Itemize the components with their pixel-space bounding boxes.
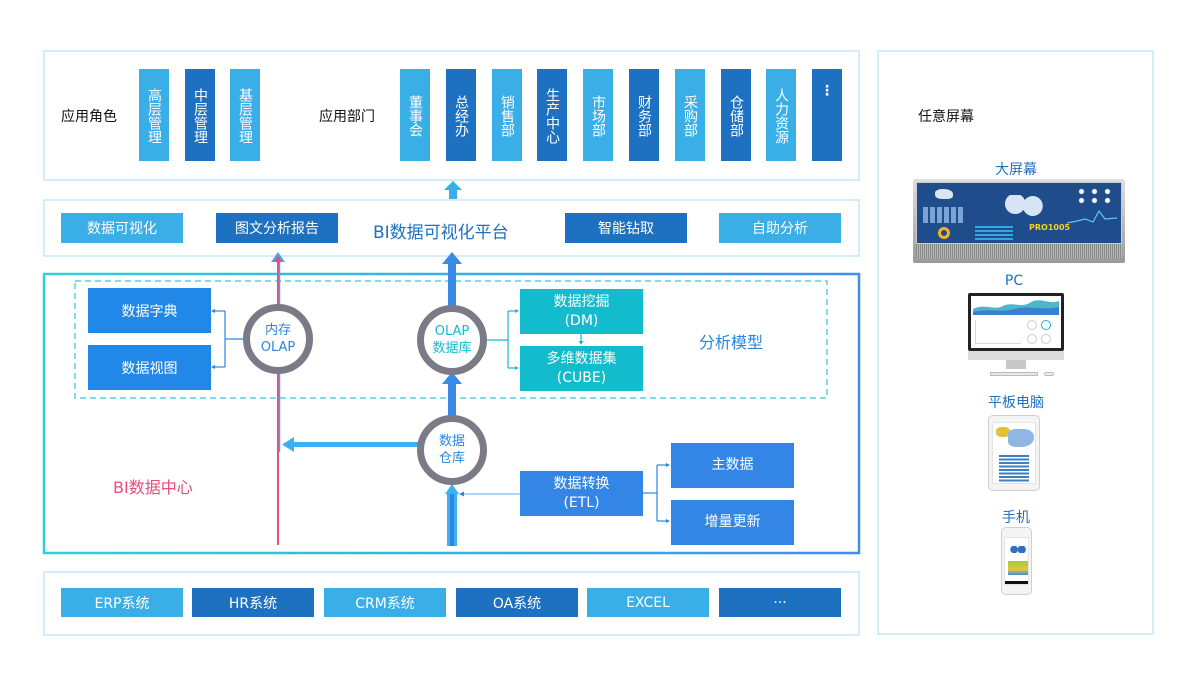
dept-label: 人力资源 [773, 88, 789, 144]
role-senior-management[interactable]: 高层管理 [139, 69, 169, 161]
dept-label: 市场部 [590, 95, 606, 137]
data-dictionary-box[interactable]: 数据字典 [88, 288, 211, 333]
pc-label: PC [1004, 273, 1024, 289]
source-crm[interactable]: CRM系统 [324, 588, 446, 617]
warehouse-up-arrowhead [445, 484, 459, 494]
box-label: 多维数据集 [546, 350, 617, 367]
cube-box[interactable]: 多维数据集 (CUBE) [520, 346, 643, 391]
box-label: 数据挖掘 [553, 293, 610, 310]
data-mining-box[interactable]: 数据挖掘 (DM) [520, 289, 643, 334]
dept-production[interactable]: 生产中心 [537, 69, 567, 161]
tablet-label: 平板电脑 [988, 395, 1044, 411]
olap-database-node[interactable]: OLAP 数据库 [417, 305, 487, 375]
smartphone-icon [1001, 527, 1032, 595]
desktop-monitor-icon [968, 293, 1064, 377]
source-hr[interactable]: HR系统 [192, 588, 314, 617]
node-label: 仓库 [438, 451, 465, 466]
role-label: 高层管理 [146, 88, 162, 144]
departments-label: 应用部门 [319, 109, 375, 125]
node-label: 内存 [264, 323, 291, 338]
etl-box[interactable]: 数据转换 (ETL) [520, 471, 643, 516]
role-label: 基层管理 [237, 88, 253, 144]
feature-data-visualization[interactable]: 数据可视化 [61, 213, 183, 243]
box-label: 数据转换 [553, 475, 610, 492]
node-label: OLAP [260, 340, 296, 355]
feature-smart-drill[interactable]: 智能钻取 [565, 213, 687, 243]
analysis-model-label: 分析模型 [699, 333, 764, 352]
dept-label: 销售部 [499, 95, 515, 137]
more-icon: ⋮ [820, 83, 834, 99]
tablet-icon [988, 415, 1040, 491]
role-basic-management[interactable]: 基层管理 [230, 69, 260, 161]
master-data-box[interactable]: 主数据 [671, 443, 794, 488]
big-screen-label: 大屏幕 [995, 162, 1037, 178]
data-center-title: BI数据中心 [113, 478, 193, 497]
dept-board[interactable]: 董事会 [400, 69, 430, 161]
role-middle-management[interactable]: 中层管理 [185, 69, 215, 161]
phone-label: 手机 [1002, 510, 1030, 526]
dept-label: 生产中心 [544, 88, 560, 144]
platform-title: BI数据可视化平台 [373, 223, 509, 243]
up-arrow-icon [444, 181, 462, 199]
memory-olap-node[interactable]: 内存 OLAP [243, 304, 313, 374]
box-label: (DM) [564, 312, 599, 329]
olap-db-up-arrowhead [442, 252, 462, 264]
source-erp[interactable]: ERP系统 [61, 588, 183, 617]
node-label: OLAP [434, 324, 470, 339]
warehouse-to-memory-arrowhead [282, 437, 294, 452]
roles-label: 应用角色 [61, 109, 117, 125]
dept-warehousing[interactable]: 仓储部 [721, 69, 751, 161]
warehouse-to-memory-shaft [292, 442, 419, 447]
box-label: (CUBE) [556, 369, 607, 386]
dept-finance[interactable]: 财务部 [629, 69, 659, 161]
role-label: 中层管理 [192, 88, 208, 144]
dept-marketing[interactable]: 市场部 [583, 69, 613, 161]
dept-label: 总经办 [453, 95, 469, 137]
olap-db-up-shaft [448, 263, 456, 308]
screens-title: 任意屏幕 [918, 109, 974, 125]
source-excel[interactable]: EXCEL [587, 588, 709, 617]
data-view-box[interactable]: 数据视图 [88, 345, 211, 390]
big-screen-text: PRO1005 [1029, 223, 1071, 232]
dept-label: 董事会 [407, 95, 423, 137]
feature-report-analysis[interactable]: 图文分析报告 [216, 213, 338, 243]
incremental-update-box[interactable]: 增量更新 [671, 500, 794, 545]
node-label: 数据库 [432, 341, 472, 356]
dept-more[interactable]: ⋮ [812, 69, 842, 161]
dept-label: 财务部 [636, 95, 652, 137]
video-wall-icon: PRO1005 [913, 179, 1125, 263]
feature-self-service-analysis[interactable]: 自助分析 [719, 213, 841, 243]
source-more[interactable]: ··· [719, 588, 841, 617]
dept-hr[interactable]: 人力资源 [766, 69, 796, 161]
dept-sales[interactable]: 销售部 [492, 69, 522, 161]
dept-label: 仓储部 [728, 95, 744, 137]
dept-general-office[interactable]: 总经办 [446, 69, 476, 161]
source-oa[interactable]: OA系统 [456, 588, 578, 617]
node-label: 数据 [438, 434, 465, 449]
box-label: (ETL) [563, 494, 600, 511]
data-warehouse-node[interactable]: 数据 仓库 [417, 415, 487, 485]
dept-purchasing[interactable]: 采购部 [675, 69, 705, 161]
dept-label: 采购部 [682, 95, 698, 137]
